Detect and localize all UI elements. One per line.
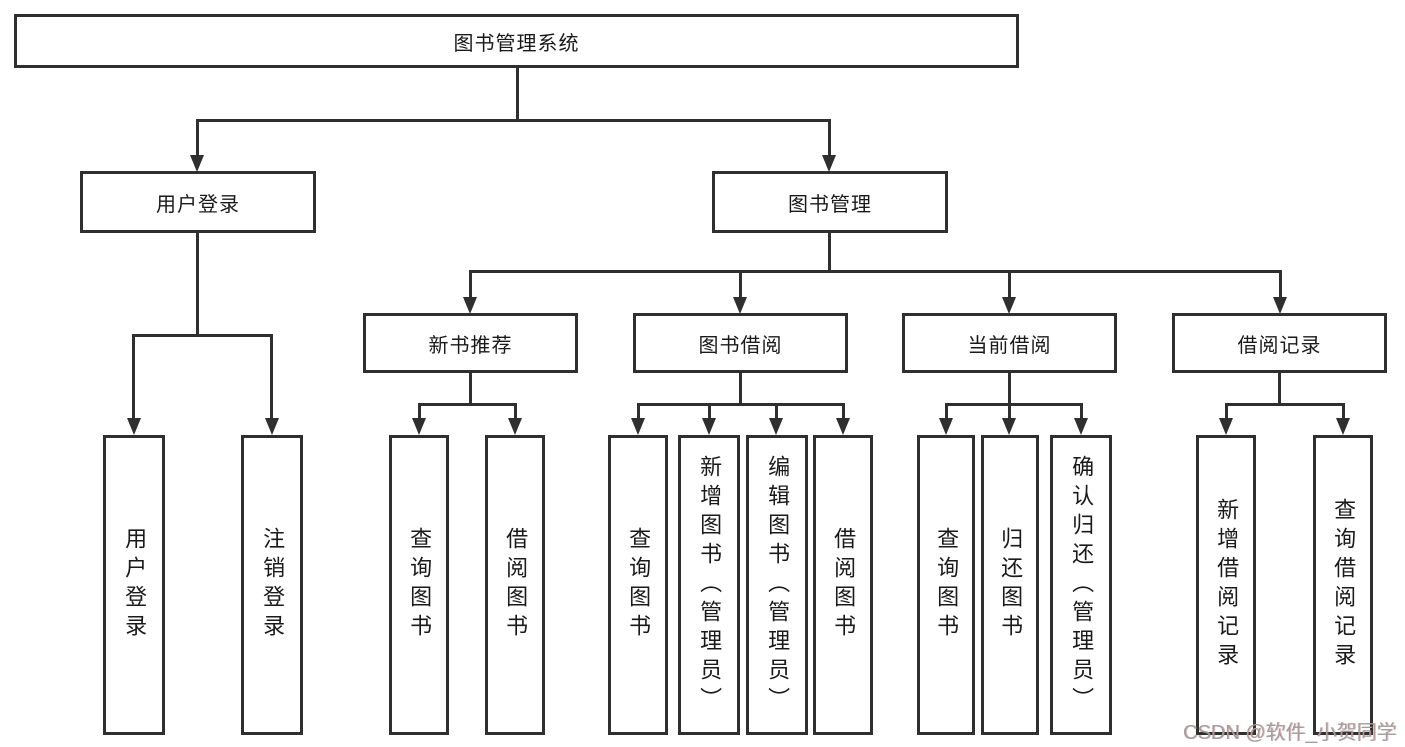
leaf-bb-borrow-books-label: 借阅图书: [831, 527, 857, 643]
connector-line: [775, 403, 778, 420]
connector-arrow: [631, 418, 645, 435]
leaf-cb-confirm-return-admin: 确认归还（管理员）: [1050, 435, 1112, 735]
connector-line: [828, 119, 831, 158]
connector-line: [1342, 403, 1345, 420]
node-book-borrow-label: 图书借阅: [698, 334, 783, 357]
connector-line: [739, 373, 742, 406]
connector-line: [516, 68, 519, 121]
leaf-cb-confirm-return-admin-label: 确认归还（管理员）: [1069, 454, 1095, 716]
connector-arrow: [733, 297, 747, 314]
connector-line: [945, 403, 948, 420]
node-book-borrow: 图书借阅: [633, 313, 848, 373]
connector-arrow: [1219, 418, 1233, 435]
connector-line: [196, 233, 199, 336]
connector-arrow: [127, 418, 141, 435]
leaf-cb-return-books: 归还图书: [981, 435, 1039, 735]
connector-arrow: [822, 155, 836, 172]
leaf-nbr-query-books-label: 查询图书: [407, 527, 433, 643]
connector-arrow: [1002, 297, 1016, 314]
leaf-br-query-record: 查询借阅记录: [1313, 435, 1373, 735]
connector-line: [1008, 270, 1011, 300]
connector-line: [469, 270, 1282, 273]
connector-line: [708, 403, 711, 420]
connector-arrow: [836, 418, 850, 435]
leaf-cb-return-books-label: 归还图书: [998, 527, 1024, 643]
leaf-bb-edit-books-admin: 编辑图书（管理员）: [746, 435, 808, 735]
leaf-cb-query-books-label: 查询图书: [934, 527, 960, 643]
csdn-watermark: CSDN @软件_小贺同学: [1183, 722, 1397, 744]
leaf-nbr-borrow-books-label: 借阅图书: [503, 527, 529, 643]
connector-arrow: [1273, 297, 1287, 314]
node-book-mgmt-label: 图书管理: [788, 193, 872, 216]
connector-arrow: [769, 418, 783, 435]
node-current-borrow-label: 当前借阅: [967, 334, 1052, 357]
connector-line: [1279, 270, 1282, 300]
leaf-nbr-borrow-books: 借阅图书: [485, 435, 545, 735]
leaf-nbr-query-books: 查询图书: [389, 435, 449, 735]
connector-line: [1008, 403, 1011, 420]
connector-arrow: [1336, 418, 1350, 435]
leaf-user-login: 用户登录: [103, 435, 165, 735]
connector-arrow: [412, 418, 426, 435]
connector-line: [842, 403, 845, 420]
connector-arrow: [702, 418, 716, 435]
connector-line: [270, 334, 273, 420]
leaf-bb-add-books-admin: 新增图书（管理员）: [678, 435, 740, 735]
connector-arrow: [190, 155, 204, 172]
connector-arrow: [1074, 418, 1088, 435]
connector-line: [418, 403, 421, 420]
leaf-bb-query-books-label: 查询图书: [626, 527, 652, 643]
node-root-label: 图书管理系统: [453, 32, 580, 55]
connector-arrow: [939, 418, 953, 435]
connector-line: [132, 334, 135, 420]
node-borrow-records-label: 借阅记录: [1237, 334, 1322, 357]
connector-line: [196, 119, 199, 158]
node-root: 图书管理系统: [14, 14, 1019, 68]
connector-line: [196, 119, 831, 122]
node-current-borrow: 当前借阅: [902, 313, 1117, 373]
leaf-bb-query-books: 查询图书: [608, 435, 668, 735]
node-user-login: 用户登录: [80, 171, 316, 233]
connector-line: [469, 373, 472, 406]
connector-line: [1278, 373, 1281, 406]
connector-line: [828, 233, 831, 273]
connector-line: [637, 403, 845, 406]
connector-line: [514, 403, 517, 420]
leaf-bb-borrow-books: 借阅图书: [813, 435, 873, 735]
node-book-mgmt: 图书管理: [712, 171, 948, 233]
connector-line: [132, 334, 273, 337]
leaf-user-login-label: 用户登录: [122, 527, 148, 643]
leaf-cb-query-books: 查询图书: [917, 435, 975, 735]
connector-arrow: [463, 297, 477, 314]
connector-line: [418, 403, 517, 406]
leaf-br-add-record: 新增借阅记录: [1196, 435, 1256, 735]
node-new-book-rec: 新书推荐: [363, 313, 578, 373]
leaf-logout-label: 注销登录: [260, 527, 286, 643]
leaf-br-add-record-label: 新增借阅记录: [1214, 498, 1240, 672]
leaf-bb-edit-books-admin-label: 编辑图书（管理员）: [765, 454, 791, 716]
connector-line: [945, 403, 1083, 406]
connector-line: [1225, 403, 1345, 406]
connector-arrow: [1002, 418, 1016, 435]
connector-line: [1225, 403, 1228, 420]
connector-line: [637, 403, 640, 420]
connector-arrow: [265, 418, 279, 435]
connector-line: [1008, 373, 1011, 406]
connector-arrow: [508, 418, 522, 435]
leaf-logout: 注销登录: [241, 435, 303, 735]
connector-line: [1080, 403, 1083, 420]
connector-line: [739, 270, 742, 300]
node-new-book-rec-label: 新书推荐: [428, 334, 513, 357]
connector-line: [469, 270, 472, 300]
node-borrow-records: 借阅记录: [1172, 313, 1387, 373]
node-user-login-label: 用户登录: [156, 193, 240, 216]
leaf-br-query-record-label: 查询借阅记录: [1331, 498, 1357, 672]
leaf-bb-add-books-admin-label: 新增图书（管理员）: [697, 454, 723, 716]
